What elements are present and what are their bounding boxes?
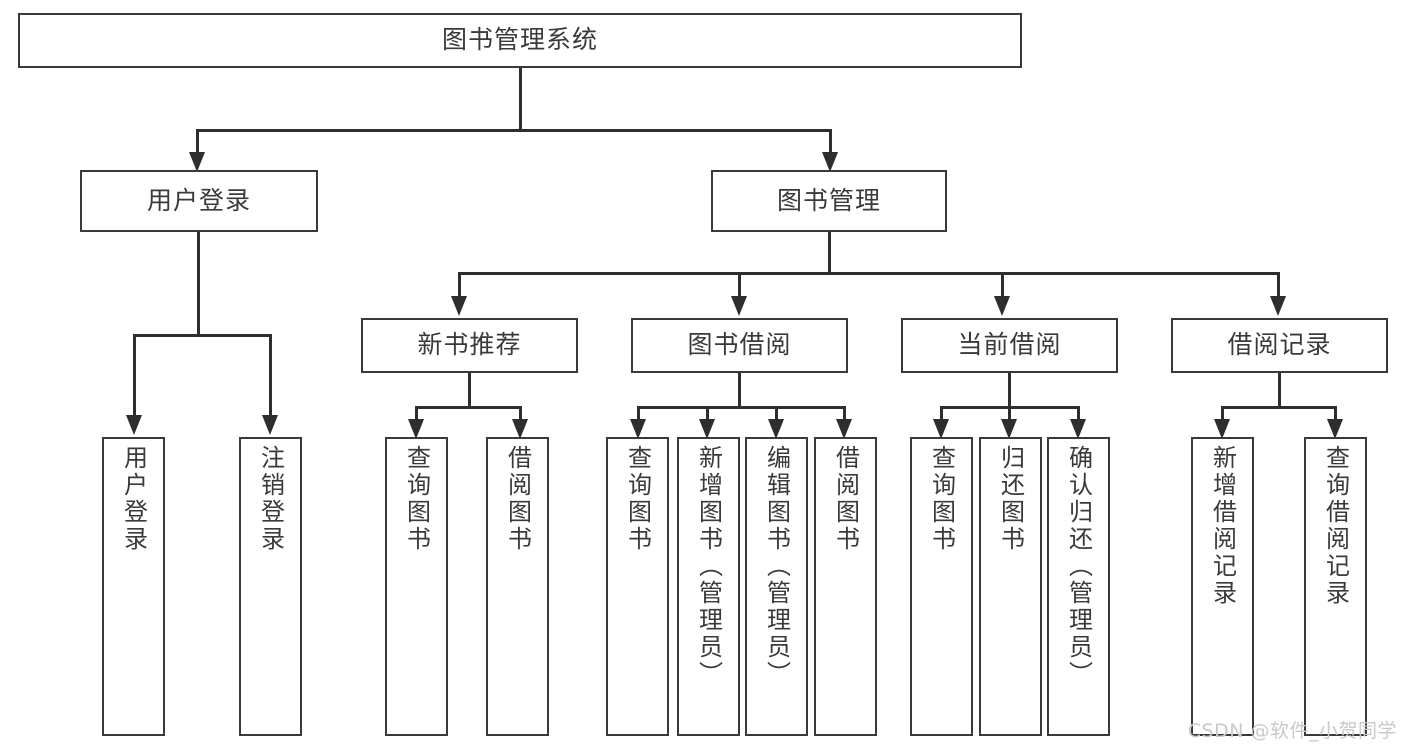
leaf-current-borrow-return[interactable]: 归还图书 xyxy=(979,437,1042,736)
edge-borrow-record-to-leaf-1 xyxy=(1221,406,1224,422)
leaf-user-login-logout-label: 注销登录 xyxy=(256,445,285,553)
edge-new-book-stem xyxy=(468,373,471,409)
leaf-book-borrow-query-label: 查询图书 xyxy=(623,445,652,553)
leaf-book-borrow-edit[interactable]: 编辑图书（管理员） xyxy=(745,437,808,736)
node-new-book-recommend[interactable]: 新书推荐 xyxy=(361,318,578,373)
edge-book-borrow-to-leaf-2 xyxy=(706,406,709,422)
arrowhead-user-login-leaf-1 xyxy=(126,415,142,435)
edge-book-manage-to-new-book xyxy=(458,272,461,298)
leaf-current-borrow-query-label: 查询图书 xyxy=(927,445,956,553)
leaf-borrow-record-add[interactable]: 新增借阅记录 xyxy=(1191,437,1254,736)
edge-book-manage-to-current-borrow xyxy=(1001,272,1004,298)
edge-borrow-record-split-bar xyxy=(1221,406,1337,409)
edge-current-borrow-to-leaf-3 xyxy=(1077,406,1080,422)
edge-current-borrow-to-leaf-1 xyxy=(940,406,943,422)
edge-book-manage-to-borrow-record xyxy=(1277,272,1280,298)
leaf-borrow-record-query[interactable]: 查询借阅记录 xyxy=(1304,437,1367,736)
edge-borrow-record-to-leaf-2 xyxy=(1334,406,1337,422)
leaf-current-borrow-confirm-return[interactable]: 确认归还（管理员） xyxy=(1047,437,1110,736)
node-current-borrow-label: 当前借阅 xyxy=(957,330,1062,360)
arrowhead-book-borrow-leaf-1 xyxy=(630,419,646,439)
arrowhead-current-borrow-leaf-1 xyxy=(933,419,949,439)
leaf-book-borrow-add-label: 新增图书（管理员） xyxy=(694,445,723,688)
edge-book-borrow-stem xyxy=(738,373,741,409)
leaf-book-borrow-add[interactable]: 新增图书（管理员） xyxy=(677,437,740,736)
node-borrow-record-label: 借阅记录 xyxy=(1227,330,1332,360)
arrowhead-borrow-record-leaf-1 xyxy=(1214,419,1230,439)
leaf-borrow-record-query-label: 查询借阅记录 xyxy=(1321,445,1350,607)
edge-user-login-to-leaf-2 xyxy=(269,334,272,417)
edge-current-borrow-stem xyxy=(1008,373,1011,409)
edge-book-manage-stem xyxy=(828,232,831,275)
edge-user-login-stem xyxy=(197,232,200,337)
node-new-book-recommend-label: 新书推荐 xyxy=(417,330,522,360)
leaf-new-book-borrow-label: 借阅图书 xyxy=(503,445,532,553)
node-user-login-label: 用户登录 xyxy=(146,185,251,215)
node-root-system[interactable]: 图书管理系统 xyxy=(18,13,1022,68)
leaf-new-book-query[interactable]: 查询图书 xyxy=(385,437,448,736)
edge-new-book-split-bar xyxy=(415,406,522,409)
edge-current-borrow-to-leaf-2 xyxy=(1008,406,1011,422)
leaf-user-login-login-label: 用户登录 xyxy=(119,445,148,553)
node-book-manage[interactable]: 图书管理 xyxy=(711,170,947,232)
leaf-user-login-login[interactable]: 用户登录 xyxy=(102,437,165,736)
edge-book-borrow-to-leaf-1 xyxy=(637,406,640,422)
leaf-new-book-query-label: 查询图书 xyxy=(402,445,431,553)
leaf-borrow-record-add-label: 新增借阅记录 xyxy=(1208,445,1237,607)
arrowhead-new-book-leaf-1 xyxy=(408,419,424,439)
edge-new-book-to-leaf-1 xyxy=(415,406,418,422)
edge-book-manage-to-book-borrow xyxy=(738,272,741,298)
leaf-new-book-borrow[interactable]: 借阅图书 xyxy=(486,437,549,736)
leaf-book-borrow-query[interactable]: 查询图书 xyxy=(606,437,669,736)
arrowhead-book-borrow-leaf-2 xyxy=(699,419,715,439)
arrowhead-book-manage-new-book xyxy=(451,296,467,316)
leaf-user-login-logout[interactable]: 注销登录 xyxy=(239,437,302,736)
arrowhead-book-manage-book-borrow xyxy=(731,296,747,316)
edge-book-borrow-to-leaf-3 xyxy=(775,406,778,422)
edge-borrow-record-stem xyxy=(1278,373,1281,409)
edge-book-borrow-to-leaf-4 xyxy=(843,406,846,422)
edge-book-borrow-split-bar xyxy=(637,406,846,409)
edge-book-manage-split-bar xyxy=(458,272,1280,275)
arrowhead-book-manage-current-borrow xyxy=(994,296,1010,316)
leaf-current-borrow-return-label: 归还图书 xyxy=(996,445,1025,553)
node-borrow-record[interactable]: 借阅记录 xyxy=(1171,318,1388,373)
leaf-book-borrow-edit-label: 编辑图书（管理员） xyxy=(762,445,791,688)
node-book-borrow-label: 图书借阅 xyxy=(687,330,792,360)
arrowhead-book-manage-borrow-record xyxy=(1270,296,1286,316)
leaf-current-borrow-confirm-return-label: 确认归还（管理员） xyxy=(1064,445,1093,688)
node-user-login[interactable]: 用户登录 xyxy=(80,170,318,232)
edge-root-to-book-manage xyxy=(829,129,832,155)
edge-root-to-user-login xyxy=(196,129,199,155)
edge-new-book-to-leaf-2 xyxy=(519,406,522,422)
arrowhead-user-login-leaf-2 xyxy=(262,415,278,435)
node-book-manage-label: 图书管理 xyxy=(776,185,881,215)
arrowhead-current-borrow-leaf-2 xyxy=(1001,419,1017,439)
node-current-borrow[interactable]: 当前借阅 xyxy=(901,318,1118,373)
arrowhead-book-borrow-leaf-4 xyxy=(836,419,852,439)
node-book-borrow[interactable]: 图书借阅 xyxy=(631,318,848,373)
leaf-book-borrow-borrow-label: 借阅图书 xyxy=(831,445,860,553)
arrowhead-new-book-leaf-2 xyxy=(512,419,528,439)
arrowhead-root-to-book-manage xyxy=(822,152,838,172)
edge-user-login-split-bar xyxy=(133,334,272,337)
leaf-current-borrow-query[interactable]: 查询图书 xyxy=(910,437,973,736)
edge-root-stem xyxy=(519,68,522,131)
leaf-book-borrow-borrow[interactable]: 借阅图书 xyxy=(814,437,877,736)
arrowhead-root-to-user-login xyxy=(189,152,205,172)
arrowhead-book-borrow-leaf-3 xyxy=(768,419,784,439)
arrowhead-current-borrow-leaf-3 xyxy=(1070,419,1086,439)
edge-root-split-bar xyxy=(196,129,832,132)
arrowhead-borrow-record-leaf-2 xyxy=(1327,419,1343,439)
node-root-system-label: 图书管理系统 xyxy=(441,25,598,55)
edge-user-login-to-leaf-1 xyxy=(133,334,136,417)
